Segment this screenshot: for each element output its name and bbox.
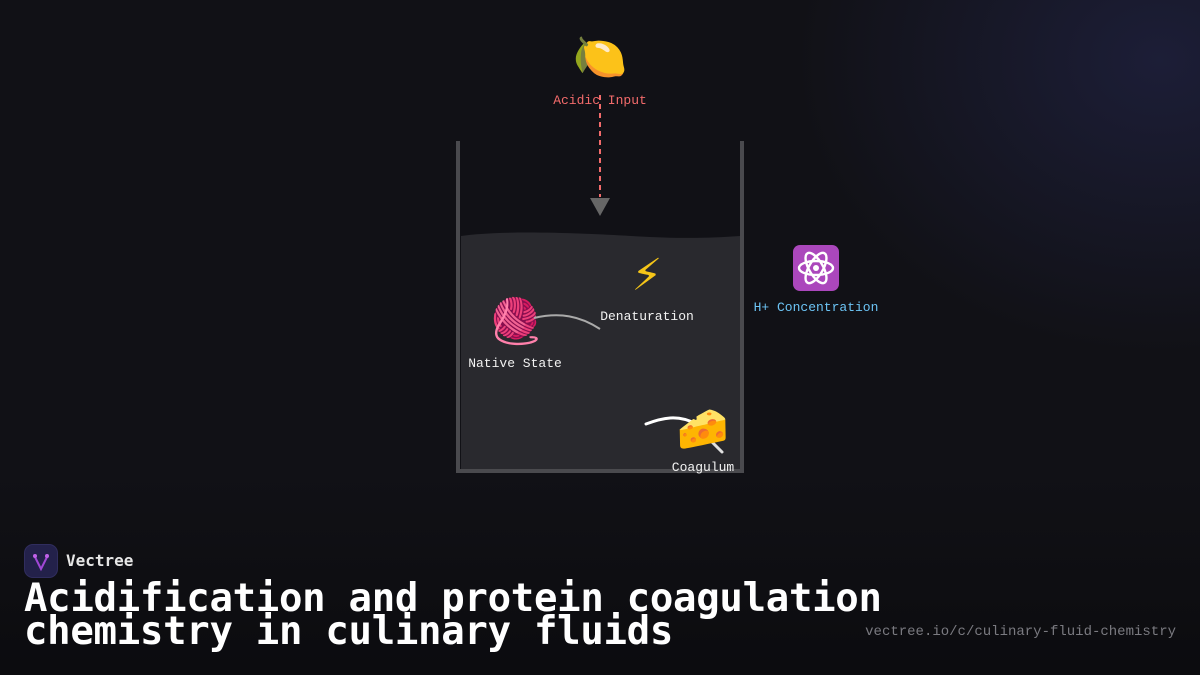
acid-flow-arrow xyxy=(590,95,610,216)
yarn-ball-icon: 🧶 xyxy=(488,296,543,347)
atom-glyph xyxy=(797,251,835,285)
native-state-label: Native State xyxy=(468,356,562,371)
h-concentration-label: H+ Concentration xyxy=(753,300,879,315)
coagulum-label: Coagulum xyxy=(671,460,735,475)
lightning-icon: ⚡ xyxy=(631,250,663,301)
brand-logo[interactable] xyxy=(24,544,58,578)
page-title: Acidification and protein coagulation ch… xyxy=(24,576,882,654)
vectree-logo-icon xyxy=(33,554,49,572)
beaker xyxy=(456,141,744,473)
acidic-input-label: Acidic Input xyxy=(553,93,647,108)
atom-icon xyxy=(793,245,839,291)
beaker-right-wall xyxy=(740,141,744,473)
cheese-icon: 🧀 xyxy=(676,404,730,453)
beaker-bottom xyxy=(456,469,744,473)
coagulum-strand xyxy=(644,416,724,454)
beaker-left-wall xyxy=(456,141,460,473)
denaturation-label: Denaturation xyxy=(600,309,694,324)
liquid xyxy=(461,232,740,469)
brand-name: Vectree xyxy=(66,551,134,570)
protein-strand-curve xyxy=(533,314,601,330)
lemon-icon: 🍋 xyxy=(572,32,628,83)
source-url[interactable]: vectree.io/c/culinary-fluid-chemistry xyxy=(865,624,1176,640)
